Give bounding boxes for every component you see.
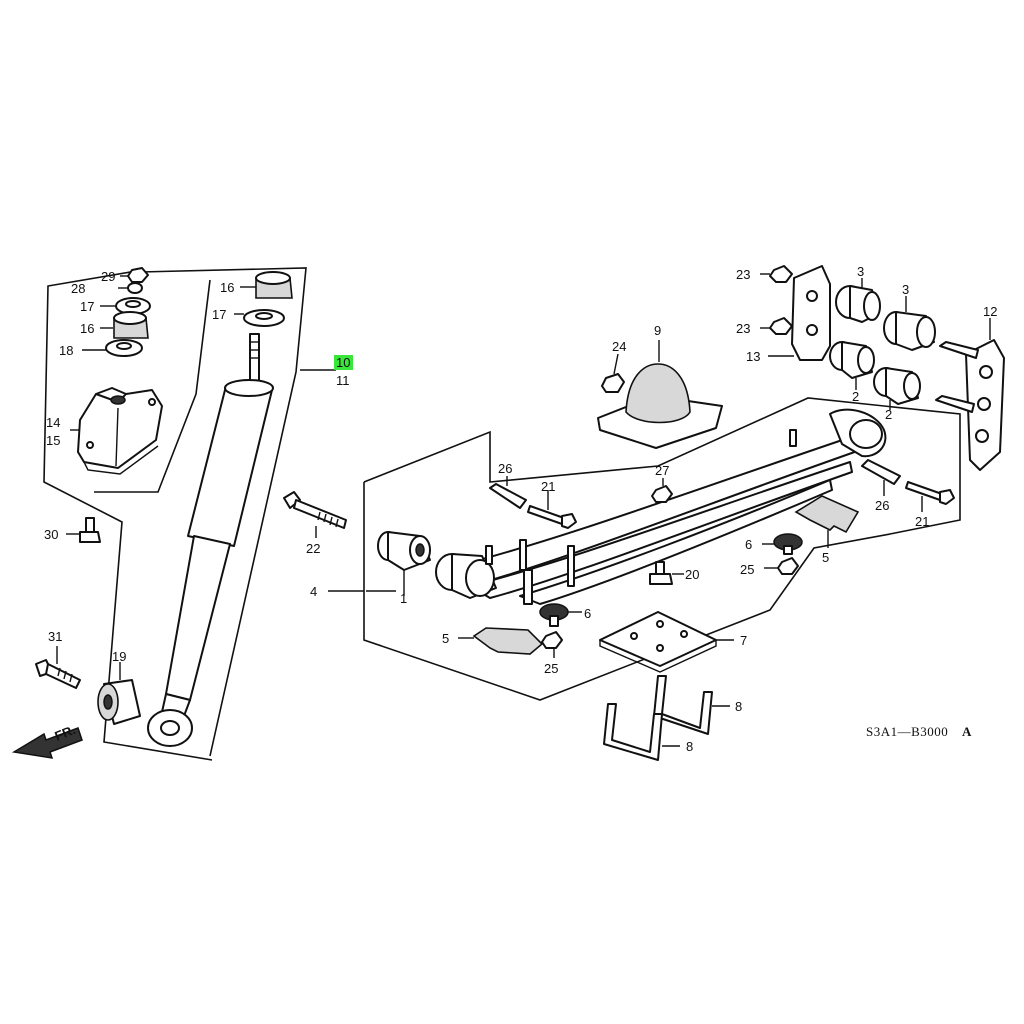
label-13: 13 [746, 349, 760, 364]
pin-26-right [861, 459, 901, 496]
bushing-2-right [873, 367, 921, 410]
label-9: 9 [654, 323, 661, 338]
washer-28 [118, 282, 143, 294]
nut-25-right [764, 557, 799, 575]
label-10: 10 [336, 355, 350, 370]
bump-stop-9 [597, 340, 723, 449]
label-25-right: 25 [740, 562, 754, 577]
label-29: 29 [101, 269, 115, 284]
bushing-1 [377, 531, 431, 596]
label-16-left: 16 [80, 321, 94, 336]
label-2-right: 2 [885, 407, 892, 422]
upper-mount-group-outline [43, 269, 213, 761]
front-arrow-label: FR. [53, 722, 78, 744]
label-31: 31 [48, 629, 62, 644]
washer-18 [82, 339, 143, 357]
shackle-plate-12 [935, 318, 1005, 471]
pad-5-right [794, 495, 860, 548]
label-5-right: 5 [822, 550, 829, 565]
bolt-31 [35, 646, 81, 689]
mount-bracket-subgroup-outline [94, 279, 211, 493]
bushing-3-right [883, 296, 936, 351]
label-25-left: 25 [544, 661, 558, 676]
nut-29 [120, 267, 149, 283]
u-bolt-8-upper [653, 675, 730, 735]
leaf-spring-group-outline [363, 397, 961, 701]
shock-absorber-10-11 [147, 333, 274, 747]
label-15: 15 [46, 433, 60, 448]
label-3-left: 3 [857, 264, 864, 279]
shock-upper-mount-bracket-14-15 [70, 387, 163, 475]
label-26-left: 26 [498, 461, 512, 476]
shackle-plate-13 [768, 265, 831, 361]
label-3-right: 3 [902, 282, 909, 297]
label-2-left: 2 [852, 389, 859, 404]
label-22: 22 [306, 541, 320, 556]
nut-27 [651, 478, 673, 503]
label-23-upper: 23 [736, 267, 750, 282]
label-26-right: 26 [875, 498, 889, 513]
leaf-spring-4 [366, 408, 887, 605]
bolt-22 [283, 491, 347, 538]
label-12: 12 [983, 304, 997, 319]
label-16-right: 16 [220, 280, 234, 295]
stopper-6-left [539, 603, 582, 627]
nut-23-lower [760, 317, 793, 335]
label-17-right: 17 [212, 307, 226, 322]
part-number-labels: 29 28 17 16 18 14 15 30 31 19 16 17 10 1… [44, 264, 997, 754]
bushing-3-upper [835, 278, 881, 323]
nut-25-left [541, 631, 563, 658]
washer-17-upper-left [100, 297, 151, 315]
label-20: 20 [685, 567, 699, 582]
label-8-upper: 8 [735, 699, 742, 714]
label-18: 18 [59, 343, 73, 358]
label-7: 7 [740, 633, 747, 648]
bushing-16-left [100, 311, 149, 339]
bolt-21-right [905, 481, 955, 512]
bushing-16-right [240, 271, 293, 299]
label-23-lower: 23 [736, 321, 750, 336]
shock-group-outline [139, 267, 307, 757]
label-28: 28 [71, 281, 85, 296]
pad-5-left [458, 627, 544, 655]
label-17-left: 17 [80, 299, 94, 314]
diagram-code: S3A1—B3000 [866, 724, 948, 739]
u-bolt-8-lower [603, 703, 680, 761]
label-21-left: 21 [541, 479, 555, 494]
label-8-lower: 8 [686, 739, 693, 754]
label-5-left: 5 [442, 631, 449, 646]
label-19: 19 [112, 649, 126, 664]
bolt-20 [649, 561, 684, 585]
label-24: 24 [612, 339, 626, 354]
label-11: 11 [336, 373, 350, 388]
diagram-code-suffix: A [962, 724, 972, 739]
bushing-2-left [829, 341, 875, 390]
label-4: 4 [310, 584, 317, 599]
label-27: 27 [655, 463, 669, 478]
label-1: 1 [400, 591, 407, 606]
spring-plate-7 [599, 611, 734, 673]
nut-23-upper [760, 265, 793, 283]
bushing-19 [97, 662, 141, 725]
label-14: 14 [46, 415, 60, 430]
washer-17-right [234, 309, 285, 327]
bolt-30 [66, 517, 101, 543]
nut-24 [601, 353, 625, 393]
stopper-6-right [762, 533, 803, 555]
label-6-right: 6 [745, 537, 752, 552]
pin-26-left [489, 476, 527, 509]
bolt-21-left [527, 490, 577, 529]
front-direction-arrow [11, 727, 83, 759]
label-10-highlight [334, 355, 353, 370]
label-30: 30 [44, 527, 58, 542]
label-21-right: 21 [915, 514, 929, 529]
label-6-left: 6 [584, 606, 591, 621]
